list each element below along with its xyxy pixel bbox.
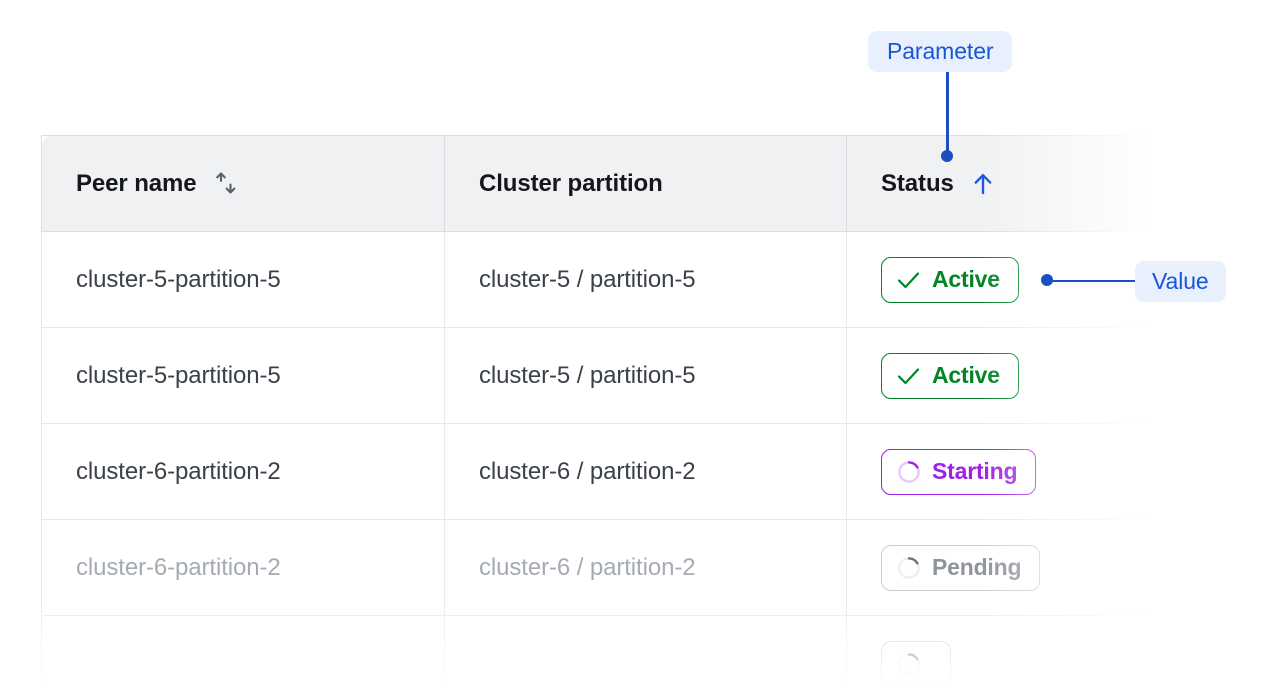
parameter-callout-line	[946, 72, 949, 156]
cell-status	[846, 615, 1151, 688]
cell-peer-name: cluster-6-partition-2	[41, 519, 445, 616]
table-header-row: Peer name Cluster partition	[41, 135, 1151, 232]
value-callout-label: Value	[1135, 261, 1226, 302]
status-badge-pending: Pending	[881, 544, 1041, 591]
status-badge-active: Active	[881, 352, 1019, 399]
column-header-cluster-partition-label: Cluster partition	[479, 169, 663, 197]
value-callout-dot	[1041, 274, 1053, 286]
check-icon	[896, 269, 922, 291]
parameter-callout-label: Parameter	[868, 31, 1013, 72]
column-header-status-label: Status	[881, 169, 954, 197]
cell-peer-name: cluster-5-partition-5	[41, 327, 445, 424]
cell-cluster-partition	[444, 615, 847, 688]
cell-peer-name: cluster-5-partition-5	[41, 231, 445, 328]
status-badge-pending	[881, 640, 951, 687]
status-badge-active: Active	[881, 256, 1019, 303]
table-row[interactable]: cluster-6-partition-2 cluster-6 / partit…	[41, 423, 1151, 520]
cell-peer-name: cluster-6-partition-2	[41, 423, 445, 520]
table-row[interactable]: cluster-6-partition-2 cluster-6 / partit…	[41, 519, 1151, 616]
parameter-callout-dot	[941, 150, 953, 162]
cell-status: Starting	[846, 423, 1151, 520]
cell-status: Active	[846, 327, 1151, 424]
status-badge-label: Pending	[932, 554, 1022, 580]
arrow-up-icon[interactable]	[970, 170, 996, 198]
spinner-icon	[896, 555, 922, 581]
peers-table: Peer name Cluster partition	[41, 135, 1151, 688]
table-body: cluster-5-partition-5 cluster-5 / partit…	[41, 231, 1151, 688]
table-row[interactable]	[41, 615, 1151, 688]
spinner-icon	[896, 651, 922, 677]
status-badge-label: Starting	[932, 458, 1018, 484]
cell-peer-name	[41, 615, 445, 688]
table-header: Peer name Cluster partition	[41, 135, 1151, 232]
sort-updown-icon[interactable]	[213, 170, 239, 198]
check-icon	[896, 365, 922, 387]
status-badge-label: Active	[932, 266, 1000, 292]
column-header-peer-name-label: Peer name	[76, 169, 197, 197]
spinner-icon	[896, 459, 922, 485]
cell-cluster-partition: cluster-5 / partition-5	[444, 231, 847, 328]
column-header-peer-name[interactable]: Peer name	[41, 135, 445, 232]
status-badge-starting: Starting	[881, 448, 1037, 495]
cell-cluster-partition: cluster-5 / partition-5	[444, 327, 847, 424]
column-header-cluster-partition[interactable]: Cluster partition	[444, 135, 847, 232]
table-row[interactable]: cluster-5-partition-5 cluster-5 / partit…	[41, 327, 1151, 424]
cell-cluster-partition: cluster-6 / partition-2	[444, 423, 847, 520]
table-row[interactable]: cluster-5-partition-5 cluster-5 / partit…	[41, 231, 1151, 328]
value-callout-line	[1048, 279, 1136, 282]
peers-table-container: Peer name Cluster partition	[41, 135, 1151, 688]
cell-status: Pending	[846, 519, 1151, 616]
cell-cluster-partition: cluster-6 / partition-2	[444, 519, 847, 616]
column-header-status[interactable]: Status	[846, 135, 1151, 232]
status-badge-label: Active	[932, 362, 1000, 388]
